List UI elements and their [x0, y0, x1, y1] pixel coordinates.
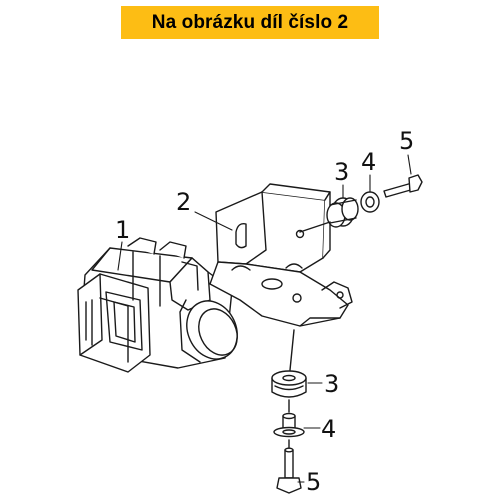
upper-axis-line — [299, 221, 331, 233]
leader-line-5-upper — [407, 154, 412, 175]
callout-4-upper: 4 — [361, 148, 376, 176]
collar-upper-part — [360, 191, 380, 213]
callout-4-lower: 4 — [321, 415, 336, 443]
bolt-upper-part — [383, 174, 423, 198]
grommet-upper-part — [326, 197, 359, 228]
callout-5-upper: 5 — [399, 127, 414, 155]
callout-3-upper: 3 — [334, 158, 349, 186]
lower-axis-line — [289, 329, 295, 371]
leader-line-2 — [194, 211, 233, 231]
callout-5-lower: 5 — [306, 468, 321, 496]
collar-lower-part — [273, 412, 305, 438]
callout-3-lower: 3 — [324, 370, 339, 398]
callout-2: 2 — [176, 188, 191, 216]
abs-unit-part — [77, 237, 238, 373]
grommet-lower-part — [271, 370, 307, 398]
title-text: Na obrázku díl číslo 2 — [151, 11, 349, 33]
callout-1: 1 — [115, 216, 130, 244]
title-banner: Na obrázku díl číslo 2 — [121, 6, 379, 39]
leader-line-1 — [117, 241, 123, 271]
bolt-lower-part — [276, 447, 302, 494]
